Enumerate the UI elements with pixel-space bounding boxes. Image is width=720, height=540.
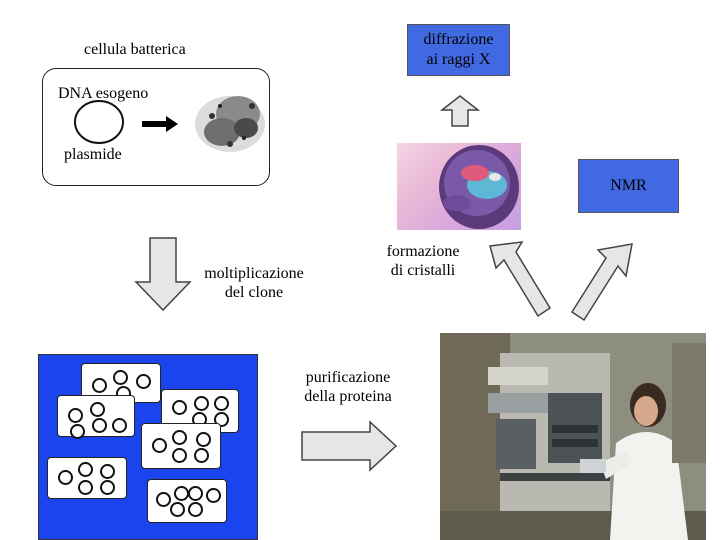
label-diffrazione-line2: ai raggi X [426,51,491,68]
label-formazione-line1: formazione [386,243,460,260]
plasmid-insert-arrowhead [166,116,178,132]
label-dna-esogeno: DNA esogeno [58,84,149,103]
up-arrow-diffraction [440,95,480,127]
crystal-image [439,145,519,229]
plate-5 [47,457,127,499]
label-purificazione: purificazione della proteina [296,368,400,406]
lab-scene [440,333,706,540]
label-nmr: NMR [578,159,679,213]
down-arrow-multiply [134,237,192,312]
plasmid-ring [74,100,124,144]
label-diffrazione-line1: diffrazione [423,31,494,48]
arrow-to-crystals [489,241,552,318]
label-formazione: formazione di cristalli [378,242,468,280]
label-cellula-batterica: cellula batterica [84,41,186,58]
label-moltiplicazione: moltiplicazione del clone [196,264,312,302]
right-arrow-purification [301,420,398,472]
plate-2 [57,395,135,439]
plate-4 [141,423,221,469]
label-moltiplicazione-line1: moltiplicazione [204,265,304,282]
culture-plates-panel [38,354,258,540]
lab-photo [440,333,706,540]
label-plasmide: plasmide [64,145,122,164]
label-moltiplicazione-line2: del clone [224,284,284,301]
bidirectional-arrows [489,241,633,322]
dna-cluster-icon [195,96,265,152]
label-purificazione-line2: della proteina [304,388,392,405]
label-purificazione-line1: purificazione [305,369,391,386]
label-formazione-line2: di cristalli [390,262,456,279]
crystal-photo [397,143,521,230]
plate-3 [161,389,239,433]
plate-6 [147,479,227,523]
arrow-to-nmr [570,243,633,322]
label-diffrazione: diffrazione ai raggi X [407,24,510,76]
cell-contents [74,96,265,152]
